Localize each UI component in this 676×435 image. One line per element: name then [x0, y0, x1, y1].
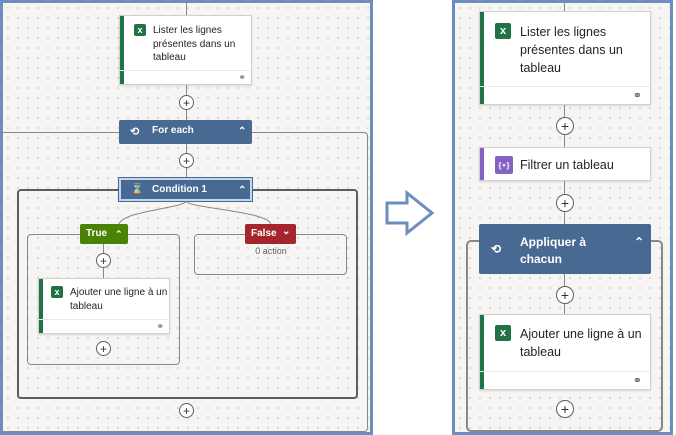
condition-header[interactable]: ⌛ Condition 1 ⌃	[119, 178, 252, 201]
filter-table-card[interactable]: {∘} Filtrer un tableau	[479, 147, 651, 181]
card-title: Filtrer un tableau	[520, 158, 614, 172]
add-step-button[interactable]: +	[556, 117, 574, 135]
add-step-button[interactable]: +	[556, 194, 574, 212]
card-footer	[480, 371, 650, 389]
apply-each-header[interactable]: ⟲ Appliquer à chacun ⌃	[479, 224, 651, 274]
card-accent	[480, 12, 484, 104]
add-step-button[interactable]: +	[179, 403, 194, 418]
card-title: Ajouter une ligne à un tableau	[70, 287, 168, 312]
card-footer	[480, 86, 650, 104]
chevron-up-icon[interactable]: ⌃	[238, 185, 247, 196]
false-branch-header[interactable]: False ⌄	[245, 224, 296, 244]
link-icon: ⚭	[156, 321, 164, 331]
card-title: Ajouter une ligne à un tableau	[520, 327, 642, 360]
false-empty-text: 0 action	[255, 246, 287, 256]
condition-icon: ⌛	[131, 184, 144, 195]
add-step-button[interactable]: +	[179, 153, 194, 168]
false-label: False	[251, 228, 277, 239]
add-step-button[interactable]: +	[96, 341, 111, 356]
foreach-label: For each	[152, 125, 194, 136]
connector	[186, 3, 187, 15]
excel-icon: x	[51, 286, 63, 298]
link-icon: ⚭	[632, 90, 642, 102]
add-row-card[interactable]: x Ajouter une ligne à un tableau ⚭	[479, 314, 651, 390]
loop-icon: ⟲	[130, 126, 140, 138]
excel-icon: x	[495, 325, 511, 341]
card-title: Lister les lignes présentes dans un tabl…	[520, 25, 623, 76]
chevron-up-icon[interactable]: ⌃	[238, 126, 247, 137]
apply-each-label: Appliquer à chacun	[520, 235, 587, 267]
add-row-card[interactable]: x Ajouter une ligne à un tableau ⚭	[38, 278, 170, 334]
excel-icon: x	[134, 24, 146, 36]
add-step-button[interactable]: +	[179, 95, 194, 110]
add-step-button[interactable]: +	[556, 400, 574, 418]
true-branch-header[interactable]: True ⌃	[80, 224, 128, 244]
list-rows-card[interactable]: x Lister les lignes présentes dans un ta…	[119, 15, 252, 85]
chevron-up-icon[interactable]: ⌃	[634, 235, 645, 249]
transformation-arrow	[385, 190, 435, 237]
add-step-button[interactable]: +	[556, 286, 574, 304]
card-accent	[480, 148, 484, 180]
true-label: True	[86, 228, 108, 239]
card-accent	[120, 16, 124, 84]
filter-icon: {∘}	[495, 156, 513, 174]
add-step-button[interactable]: +	[96, 253, 111, 268]
connector	[564, 3, 565, 11]
foreach-header[interactable]: ⟲ For each ⌃	[119, 120, 252, 144]
link-icon: ⚭	[632, 375, 642, 387]
chevron-up-icon[interactable]: ⌃	[115, 229, 123, 239]
card-footer	[120, 70, 251, 84]
link-icon: ⚭	[238, 72, 246, 82]
condition-label: Condition 1	[152, 184, 207, 195]
right-flow-panel: x Lister les lignes présentes dans un ta…	[452, 0, 673, 435]
loop-icon: ⟲	[491, 242, 502, 256]
excel-icon: x	[495, 23, 511, 39]
list-rows-card[interactable]: x Lister les lignes présentes dans un ta…	[479, 11, 651, 105]
card-title: Lister les lignes présentes dans un tabl…	[153, 25, 236, 63]
chevron-down-icon[interactable]: ⌄	[282, 226, 291, 237]
card-footer	[39, 319, 169, 333]
card-accent	[480, 315, 484, 389]
left-flow-panel: x Lister les lignes présentes dans un ta…	[0, 0, 373, 435]
card-accent	[39, 279, 43, 333]
